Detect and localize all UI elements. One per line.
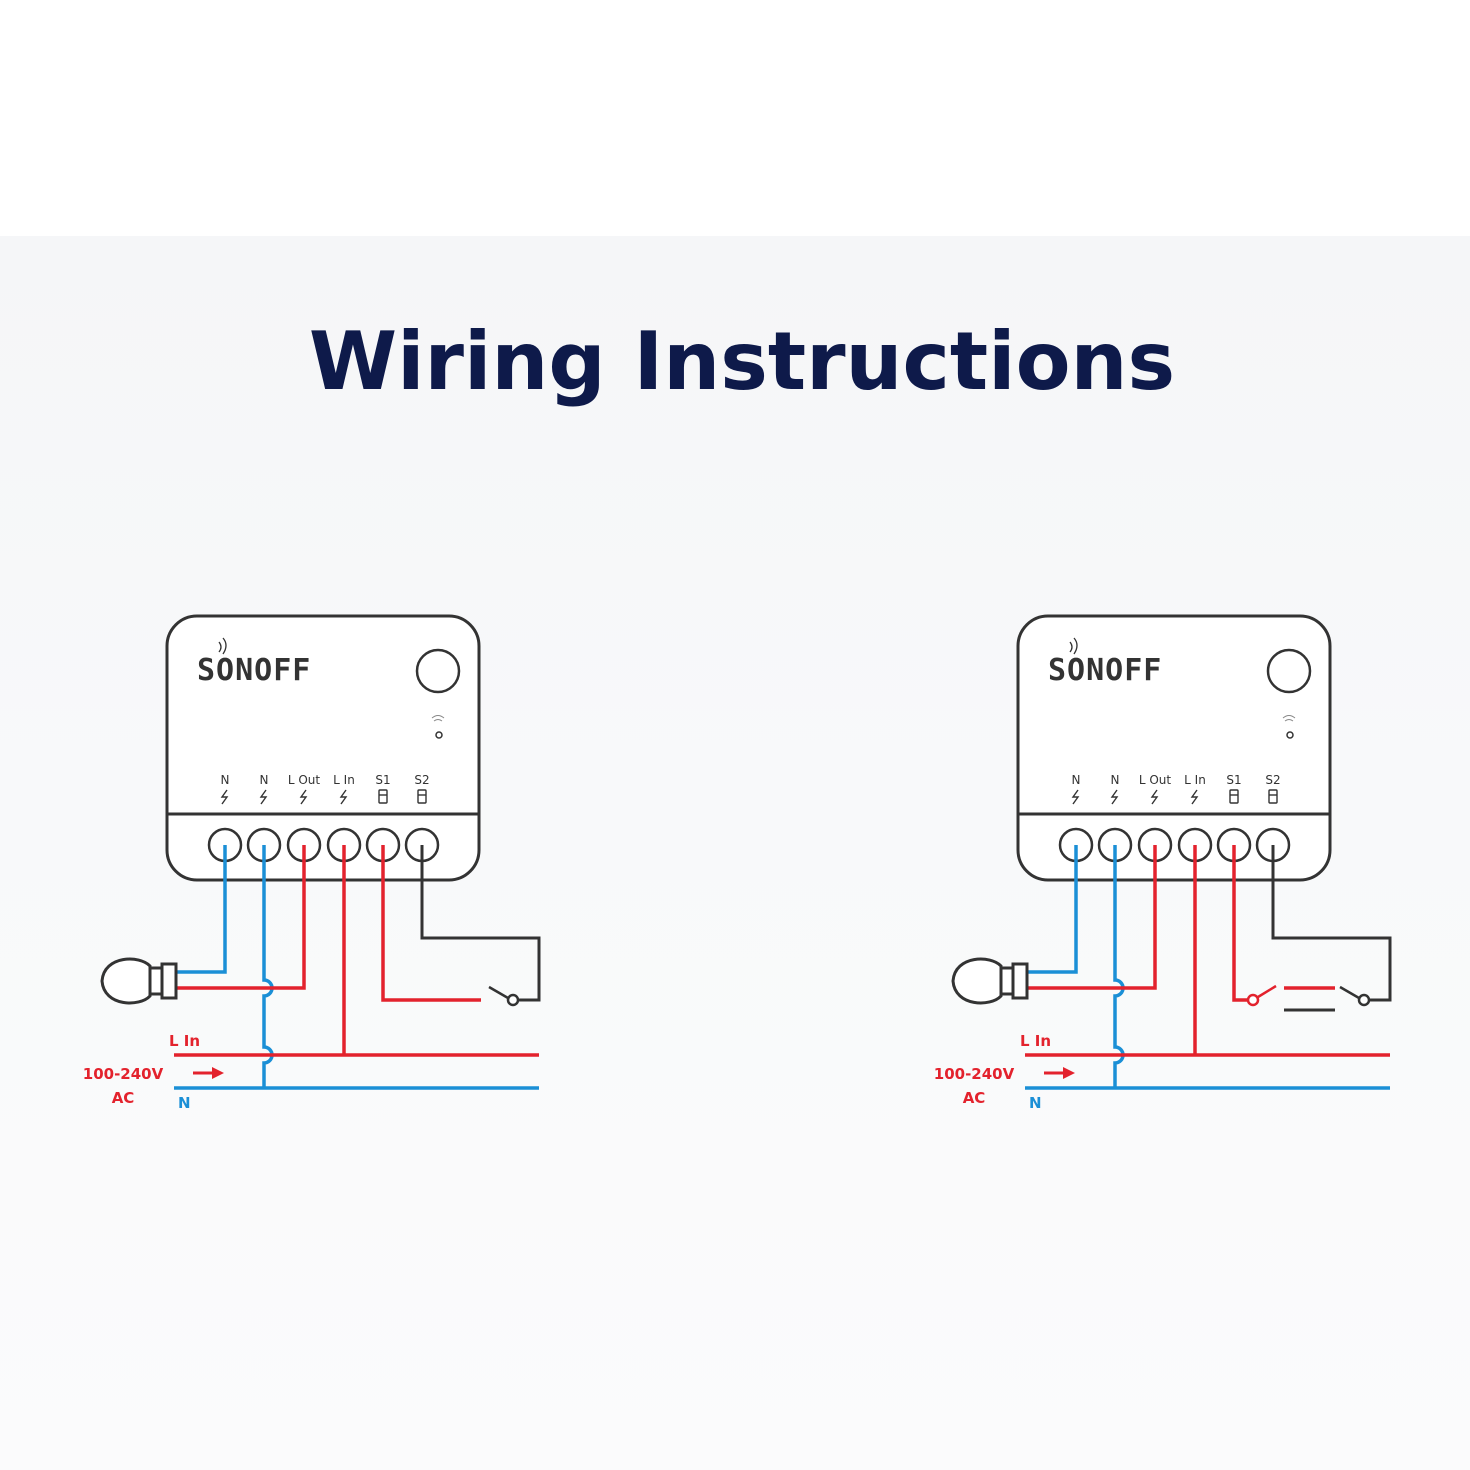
pair-button	[415, 648, 461, 694]
supply-live-label: L In	[1020, 1032, 1051, 1050]
terminal-label-n2: N	[260, 773, 269, 787]
switch-input-icon	[378, 789, 427, 804]
terminal-label-n2: N	[1111, 773, 1120, 787]
switch-icon	[488, 985, 520, 1007]
brand-logo: SONOFF	[1048, 653, 1162, 688]
terminal-label-s1: S1	[1226, 773, 1241, 787]
wire-s1-switch	[381, 845, 481, 1002]
bulb-icon	[951, 957, 1029, 1005]
power-bolt-icon	[1071, 789, 1199, 805]
device-body	[1016, 614, 1332, 882]
led-indicator-icon	[431, 715, 445, 739]
terminal-label-s2: S2	[414, 773, 429, 787]
terminal-label-s1: S1	[375, 773, 390, 787]
brand-logo: SONOFF	[197, 653, 311, 688]
supply-voltage-label: 100-240V	[83, 1065, 164, 1083]
power-bolt-icon	[220, 789, 348, 805]
terminal-label-l-in: L In	[1184, 773, 1206, 787]
wifi-signal-icon	[1069, 637, 1078, 655]
switch-input-icon	[1229, 789, 1278, 804]
wire-l-out-lamp	[176, 845, 306, 990]
page-title: Wiring Instructions	[308, 315, 1176, 408]
bulb-icon	[100, 957, 178, 1005]
wire-neutral-lamp	[176, 845, 227, 974]
wire-s1-switch	[1232, 845, 1249, 1002]
terminal-label-l-out: L Out	[288, 773, 321, 787]
wiring-diagram-two-way-switch: SONOFF N N L Out L In S1 S2	[934, 614, 1392, 1112]
terminal-screws	[207, 827, 440, 863]
supply-live-label: L In	[169, 1032, 200, 1050]
terminal-label-n1: N	[221, 773, 230, 787]
terminal-label-n1: N	[1072, 773, 1081, 787]
supply-neutral-label: N	[178, 1094, 191, 1112]
wire-l-out-lamp	[1027, 845, 1157, 990]
terminal-label-s2: S2	[1265, 773, 1280, 787]
wiring-diagram-single-switch: SONOFF N N L Out L In S1 S2	[83, 614, 541, 1112]
arrow-right-icon	[193, 1067, 224, 1079]
switch-icon	[1339, 985, 1371, 1007]
wire-neutral-supply	[1113, 845, 1125, 1088]
arrow-right-icon	[1044, 1067, 1075, 1079]
led-indicator-icon	[1282, 715, 1296, 739]
wire-neutral-lamp	[1027, 845, 1078, 974]
wifi-signal-icon	[218, 637, 227, 655]
switch-icon	[1246, 984, 1277, 1007]
wire-s2-switch	[1271, 845, 1392, 1002]
supply-voltage-label: 100-240V	[934, 1065, 1015, 1083]
wire-neutral-supply	[262, 845, 274, 1088]
pair-button	[1266, 648, 1312, 694]
terminal-label-l-in: L In	[333, 773, 355, 787]
supply-type-label: AC	[112, 1089, 135, 1107]
wire-s2-switch	[420, 845, 541, 1002]
supply-neutral-label: N	[1029, 1094, 1042, 1112]
terminal-label-l-out: L Out	[1139, 773, 1172, 787]
switch-link-lines	[1284, 986, 1335, 1012]
supply-type-label: AC	[963, 1089, 986, 1107]
device-body	[165, 614, 481, 882]
